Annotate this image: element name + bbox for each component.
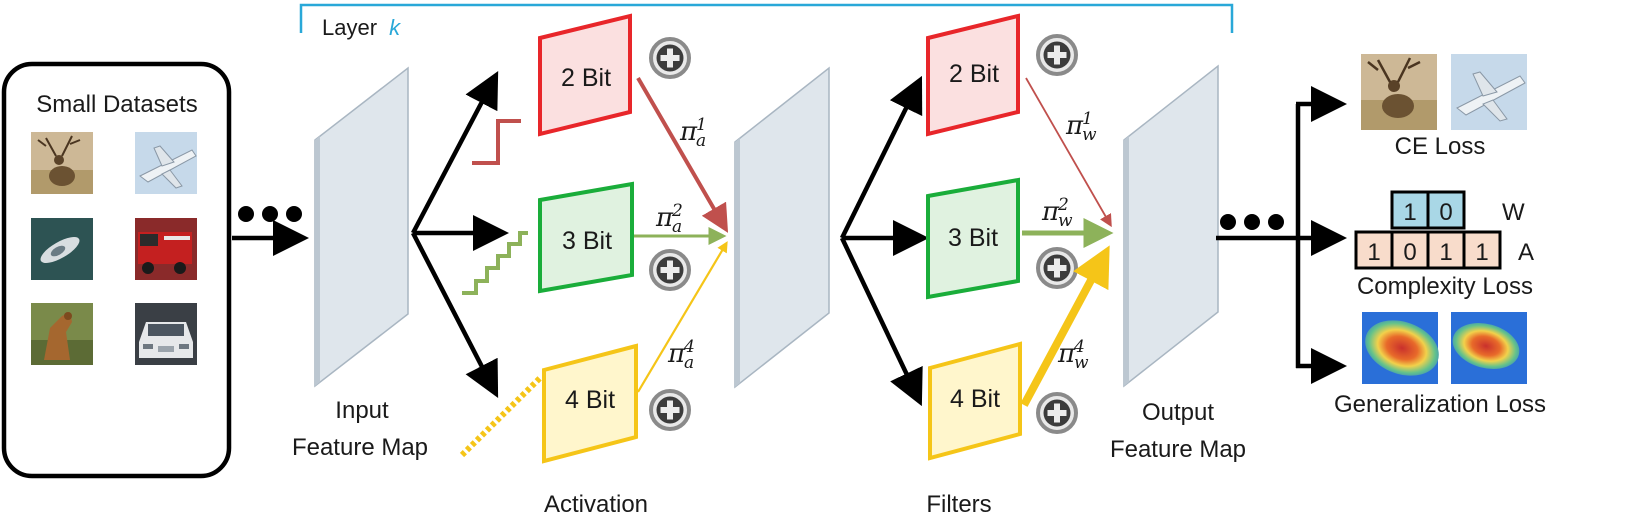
middle-feature-map [734,66,830,389]
svg-text:π: π [679,117,698,147]
svg-text:4: 4 [683,337,695,357]
ce-airplane-image [1451,54,1527,130]
ship-thumbnail [31,218,93,280]
activation-4bit-label: 4 Bit [565,386,615,414]
pi-a4-label: π 4 a [667,337,695,373]
layer-bracket: Layer k [299,3,1234,40]
a-bit-2: 1 [1439,239,1452,266]
output-map-label-line2: Feature Map [1110,436,1246,463]
filter-split-arrows [839,75,929,407]
w-bits: 1 0 W [1390,190,1525,230]
activation-split-arrows [411,71,509,398]
dataset-panel: Small Datasets [1,61,232,479]
filter-3bit-label: 3 Bit [948,224,998,252]
filter-3bit-block: 3 Bit [926,177,1020,300]
pi-a2-label: π 2 a [655,201,683,237]
input-feature-map: Input Feature Map [292,66,428,461]
complexity-loss-label: Complexity Loss [1357,273,1533,300]
ellipsis-left [238,206,302,222]
pi-w4-label: π 4 w [1057,337,1089,373]
svg-text:π: π [667,339,686,369]
svg-text:w: w [1074,353,1089,373]
step-2bit-icon [472,119,521,165]
ce-deer-image [1361,54,1437,130]
add-icon [1036,392,1078,434]
deer-thumbnail [31,132,93,194]
add-icon [1036,247,1078,289]
activation-4bit-block: 4 Bit [542,343,638,464]
generalization-loss-label: Generalization Loss [1334,391,1546,418]
svg-text:4: 4 [1073,337,1085,357]
filter-2bit-block: 2 Bit [926,13,1020,137]
filter-4bit-label: 4 Bit [950,385,1000,413]
pi-w2-label: π 2 w [1041,195,1073,231]
a-bits: 1 0 1 1 A [1354,230,1534,270]
activation-3bit-label: 3 Bit [562,227,612,255]
input-map-label-line2: Feature Map [292,434,428,461]
activation-3bit-block: 3 Bit [538,181,634,294]
input-map-label-line1: Input [335,397,389,424]
svg-text:2: 2 [1057,195,1069,215]
svg-text:π: π [655,203,674,233]
a-bit-1: 0 [1403,239,1416,266]
a-label: A [1518,239,1534,266]
activation-caption: Activation [544,491,648,518]
output-feature-map: Output Feature Map [1110,64,1246,463]
w-label: W [1502,199,1525,226]
heatmap-image-1 [1362,312,1439,384]
heatmap-image-2 [1451,312,1527,384]
filter-4bit-block: 4 Bit [928,341,1022,461]
horse-thumbnail [31,303,93,365]
dataset-title: Small Datasets [36,91,197,118]
add-icon [649,389,691,431]
add-icon [1036,34,1078,76]
ce-loss-label: CE Loss [1395,133,1486,160]
output-map-label-line1: Output [1142,399,1214,426]
activation-2bit-block: 2 Bit [538,13,632,137]
fire-truck-thumbnail [135,218,197,280]
svg-text:π: π [1041,197,1060,227]
pi-a1-label: π 1 a [679,115,707,151]
svg-text:π: π [1065,111,1084,141]
car-thumbnail [135,303,197,365]
svg-text:1: 1 [696,115,707,135]
svg-text:a: a [684,353,694,373]
filters-caption: Filters [926,491,991,518]
step-4bit-icon [459,375,543,458]
w-bit-1: 0 [1439,199,1452,226]
step-3bit-icon [462,231,528,295]
activation-4bit-arrow [637,241,728,393]
svg-text:a: a [696,131,706,151]
loss-branch-arrows [1216,86,1347,384]
filter-4bit-arrow [1020,245,1110,407]
svg-text:1: 1 [1082,109,1093,129]
a-bit-0: 1 [1367,239,1380,266]
ellipsis-right [1220,214,1284,230]
filter-2bit-arrow [1025,77,1112,228]
add-icon [649,37,691,79]
pi-w1-label: π 1 w [1065,109,1097,145]
airplane-thumbnail [135,132,197,194]
filter-2bit-label: 2 Bit [949,60,999,88]
svg-text:a: a [672,217,682,237]
w-bit-0: 1 [1403,199,1416,226]
a-bit-3: 1 [1475,239,1488,266]
svg-text:w: w [1058,211,1073,231]
activation-2bit-arrow [636,76,729,233]
svg-text:2: 2 [671,201,683,221]
svg-text:w: w [1082,125,1097,145]
add-icon [649,249,691,291]
svg-text:π: π [1057,339,1076,369]
activation-2bit-label: 2 Bit [561,64,611,92]
layer-label: Layer k [322,15,401,40]
